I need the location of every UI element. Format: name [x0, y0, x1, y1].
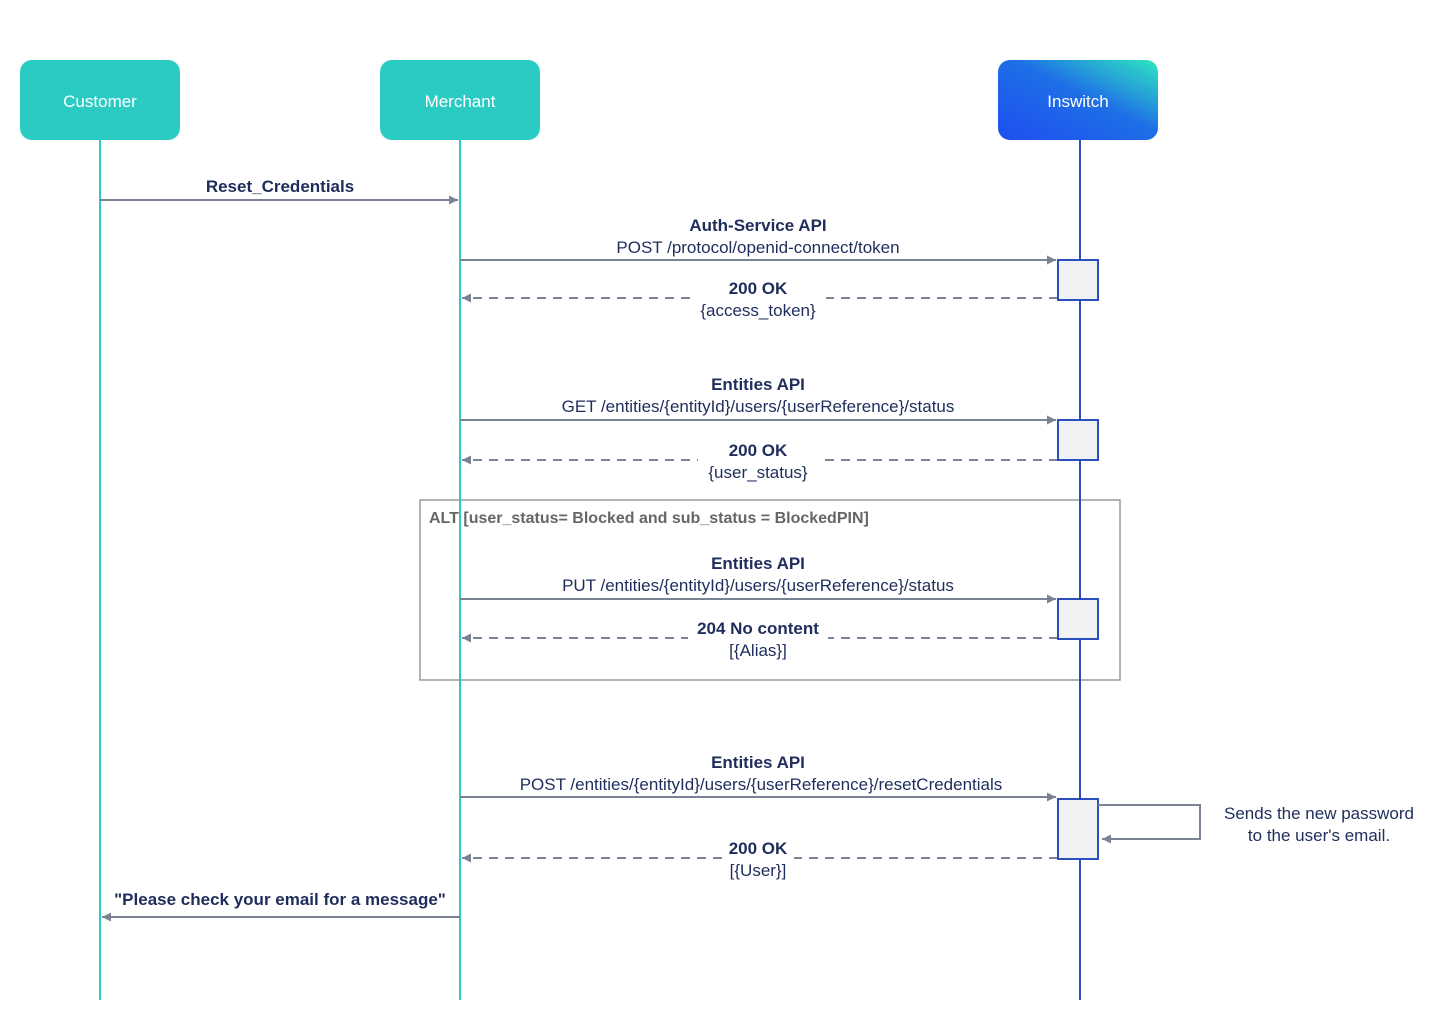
- put-response-label-bg: [688, 618, 828, 662]
- participant-merchant-label: Merchant: [425, 92, 496, 111]
- self-message-arrow: [1098, 804, 1201, 844]
- status-request-title: Entities API: [711, 375, 805, 394]
- self-message-line1: Sends the new password: [1224, 804, 1414, 823]
- put-request-detail: PUT /entities/{entityId}/users/{userRefe…: [562, 576, 954, 595]
- alt-fragment-frame: [419, 499, 1121, 681]
- put-response-title: 204 No content: [697, 619, 819, 638]
- activation-box-auth: [1057, 259, 1099, 301]
- reset-response-detail: [{User}]: [730, 861, 787, 880]
- reset-response-label-bg: [722, 838, 794, 882]
- status-response-label-bg: [698, 440, 818, 484]
- auth-response-label-bg: [692, 278, 826, 322]
- activation-box-put: [1057, 598, 1099, 640]
- put-request-title: Entities API: [711, 554, 805, 573]
- status-response-detail: {user_status}: [708, 463, 808, 482]
- reset-request-title: Entities API: [711, 753, 805, 772]
- auth-response-title: 200 OK: [729, 279, 788, 298]
- auth-request-detail: POST /protocol/openid-connect/token: [616, 238, 899, 257]
- self-message-line2: to the user's email.: [1248, 826, 1390, 845]
- reset-request-detail: POST /entities/{entityId}/users/{userRef…: [520, 775, 1003, 794]
- participant-customer-label: Customer: [63, 92, 137, 111]
- auth-request-title: Auth-Service API: [689, 216, 826, 235]
- activation-box-status: [1057, 419, 1099, 461]
- alt-fragment-label: ALT [user_status= Blocked and sub_status…: [429, 510, 869, 527]
- auth-response-detail: {access_token}: [700, 301, 816, 320]
- status-request-detail: GET /entities/{entityId}/users/{userRefe…: [562, 397, 955, 416]
- participant-inswitch-label: Inswitch: [1047, 92, 1108, 111]
- participant-merchant: Merchant: [380, 60, 540, 140]
- participant-inswitch: Inswitch: [998, 60, 1158, 140]
- activation-box-reset: [1057, 798, 1099, 860]
- status-response-title: 200 OK: [729, 441, 788, 460]
- participant-customer: Customer: [20, 60, 180, 140]
- put-response-detail: [{Alias}]: [729, 641, 787, 660]
- reset-credentials-label: Reset_Credentials: [206, 177, 354, 196]
- reset-response-title: 200 OK: [729, 839, 788, 858]
- final-message-label: "Please check your email for a message": [114, 890, 446, 909]
